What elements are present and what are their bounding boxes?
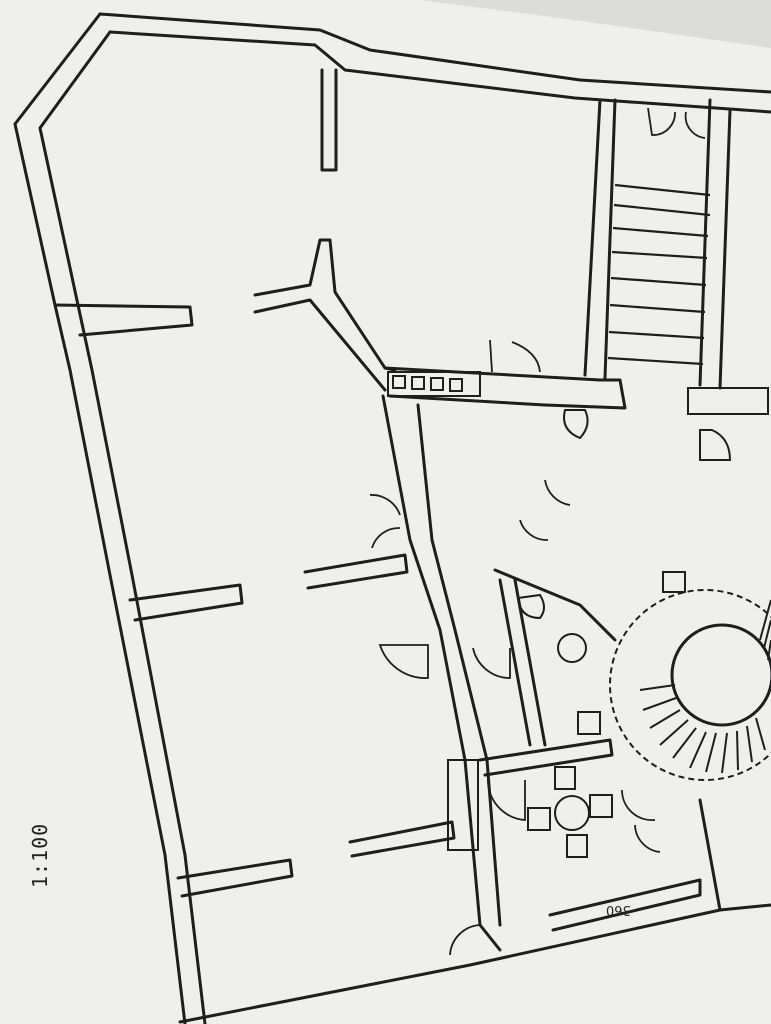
door-swing-6 bbox=[369, 494, 401, 549]
stair-tread-1 bbox=[614, 183, 711, 197]
stair-tread-6 bbox=[609, 303, 706, 314]
spiral-stair-steps bbox=[639, 599, 771, 774]
stair-tread-2 bbox=[613, 203, 711, 217]
stair-tread-4 bbox=[611, 250, 708, 260]
sink-1 bbox=[557, 633, 587, 663]
wall-partition-4 bbox=[348, 820, 456, 858]
wall-stair-east-1 bbox=[583, 98, 602, 377]
outer-wall-north bbox=[98, 12, 771, 94]
stair-tread-7 bbox=[608, 330, 705, 340]
outer-wall-west-inner bbox=[38, 30, 207, 1024]
wall-corridor-north bbox=[383, 366, 627, 410]
door-swing-9 bbox=[519, 479, 571, 541]
scale-label: 1:100 bbox=[28, 822, 52, 888]
outer-wall-south bbox=[178, 903, 771, 1024]
paper-shadow-top bbox=[420, 0, 771, 48]
stair-tread-5 bbox=[610, 276, 707, 287]
stair-tread-3 bbox=[612, 226, 709, 238]
wall-stair-east-2 bbox=[603, 98, 617, 380]
door-swing-7 bbox=[647, 107, 706, 139]
chair-north bbox=[554, 766, 576, 790]
door-swing-4 bbox=[449, 924, 481, 956]
outer-wall-west bbox=[13, 12, 187, 1024]
stove-burner-2 bbox=[411, 376, 425, 390]
corner-box bbox=[577, 711, 601, 735]
wall-diagonal-center-inner bbox=[253, 298, 387, 392]
wall-stair-east-4 bbox=[718, 108, 732, 390]
wall-right-edge bbox=[698, 798, 722, 912]
burner-row-east bbox=[687, 387, 769, 415]
wall-corridor-west bbox=[381, 394, 502, 952]
stair-tread-8 bbox=[607, 356, 704, 366]
chair-west bbox=[527, 807, 551, 831]
chair-east bbox=[589, 794, 613, 818]
door-swing-5 bbox=[489, 339, 541, 373]
dimension-label: 360 bbox=[606, 902, 631, 917]
chair-south bbox=[566, 834, 588, 858]
toilet-1 bbox=[516, 593, 545, 620]
column-marker bbox=[662, 571, 686, 593]
burner-row-kitchen bbox=[447, 759, 479, 851]
door-swing-3 bbox=[487, 779, 526, 821]
door-swing-1 bbox=[378, 644, 429, 679]
wall-octagon-room-south bbox=[53, 303, 194, 337]
stove-burner-1 bbox=[392, 375, 406, 389]
door-swing-2 bbox=[472, 647, 511, 679]
wall-kitchen bbox=[478, 738, 614, 777]
wall-bathroom-divider bbox=[498, 578, 532, 747]
burner-row-north bbox=[387, 371, 481, 397]
wall-partition-3 bbox=[176, 858, 294, 898]
wall-corridor-west-inner bbox=[416, 403, 502, 927]
wall-partition-1 bbox=[128, 583, 244, 622]
stove-burner-4 bbox=[449, 378, 463, 392]
toilet-2 bbox=[699, 429, 732, 461]
door-swing-8 bbox=[621, 789, 661, 853]
stove-burner-3 bbox=[430, 377, 444, 391]
toilet-3 bbox=[563, 409, 589, 440]
wall-vertical-upper bbox=[320, 68, 338, 172]
wall-partition-2 bbox=[303, 553, 409, 590]
wall-south-east bbox=[548, 878, 702, 932]
outer-wall-north-inner bbox=[108, 30, 771, 114]
spiral-stair-inner bbox=[670, 623, 771, 727]
wall-diagonal-east bbox=[493, 568, 617, 642]
